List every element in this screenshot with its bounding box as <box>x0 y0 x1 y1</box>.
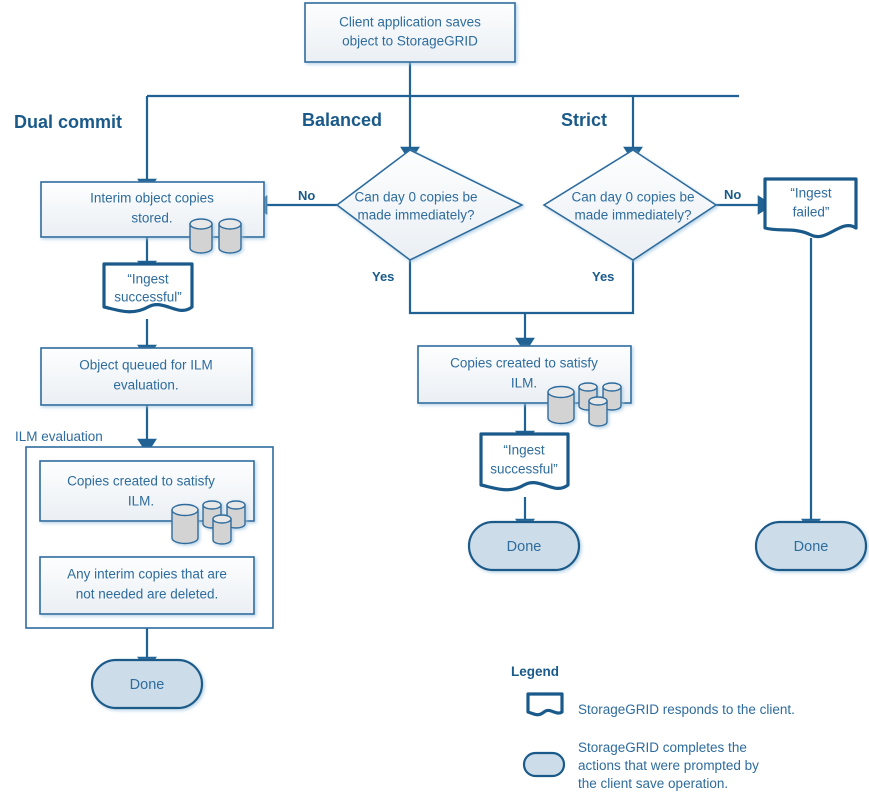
branch-title-strict: Strict <box>561 110 607 130</box>
strict-no-edge-label: No <box>724 187 741 202</box>
ilm-copies-created-label-line1: Copies created to satisfy <box>67 474 215 489</box>
balanced-no-edge-label: No <box>298 188 315 203</box>
ingest-failed-label-line1: “Ingest <box>790 186 832 201</box>
balanced-decision-label-line1: Can day 0 copies be <box>354 190 477 205</box>
ingest-successful-doc-dual: “Ingest successful” <box>102 262 194 314</box>
balanced-copies-created-box: Copies created to satisfy ILM. <box>417 345 632 404</box>
object-queued-box: Object queued for ILM evaluation. <box>40 347 253 406</box>
strict-yes-edge-label: Yes <box>592 269 614 284</box>
strict-decision-label-line2: made immediately? <box>574 208 691 223</box>
ilm-copies-created-label-line2: ILM. <box>128 494 154 509</box>
start-box: Client application saves object to Stora… <box>304 2 516 63</box>
ingest-failed-doc: “Ingest failed” <box>763 177 858 239</box>
legend: Legend StorageGRID responds to the clien… <box>511 664 795 791</box>
strict-decision-diamond: Can day 0 copies be made immediately? <box>542 149 718 261</box>
done-terminator-balanced: Done <box>467 520 581 572</box>
branch-title-dual-commit: Dual commit <box>14 112 122 132</box>
ingest-successful-label-line1-dual: “Ingest <box>127 272 169 287</box>
legend-terminator-icon <box>522 751 566 778</box>
interim-copies-label-line2: stored. <box>131 211 172 226</box>
ingest-successful-doc-balanced: “Ingest successful” <box>479 432 570 492</box>
balanced-yes-edge-label: Yes <box>372 269 394 284</box>
start-box-label-line2: object to StorageGRID <box>342 34 478 49</box>
object-queued-label-line1: Object queued for ILM <box>79 358 213 373</box>
done-label-balanced: Done <box>507 539 542 555</box>
ingest-successful-label-line2-balanced: successful” <box>490 462 558 477</box>
ilm-evaluation-group-label: ILM evaluation <box>15 429 103 444</box>
interim-copies-label-line1: Interim object copies <box>90 191 214 206</box>
done-terminator-strict: Done <box>754 520 868 572</box>
object-queued-label-line2: evaluation. <box>113 378 178 393</box>
legend-item-1-line-2: the client save operation. <box>578 776 728 791</box>
legend-item-1-line-1: actions that were prompted by <box>578 758 759 773</box>
ingest-failed-label-line2: failed” <box>793 205 830 220</box>
start-box-label-line1: Client application saves <box>339 15 481 30</box>
ilm-copies-created-box: Copies created to satisfy ILM. <box>39 460 255 522</box>
legend-item-1-line-0: StorageGRID completes the <box>578 740 747 755</box>
strict-decision-label-line1: Can day 0 copies be <box>571 190 694 205</box>
cylinder-cluster-icon-balanced <box>547 382 622 427</box>
legend-item-0-line-0: StorageGRID responds to the client. <box>578 702 795 717</box>
done-label-strict: Done <box>794 539 829 555</box>
interim-copies-deleted-label-line2: not needed are deleted. <box>76 587 219 602</box>
legend-document-icon <box>526 692 564 717</box>
conn-yes-merge-bus <box>408 260 635 315</box>
done-label-dual-commit: Done <box>130 677 165 693</box>
interim-copies-deleted-label-line1: Any interim copies that are <box>67 567 227 582</box>
balanced-copies-created-label-line1: Copies created to satisfy <box>450 356 598 371</box>
ingest-successful-label-line2-dual: successful” <box>114 290 182 305</box>
balanced-decision-diamond: Can day 0 copies be made immediately? <box>335 149 524 261</box>
balanced-copies-created-label-line2: ILM. <box>511 376 537 391</box>
cylinder-pair-icon <box>189 218 242 254</box>
legend-title: Legend <box>511 664 559 679</box>
done-terminator-dual-commit: Done <box>90 658 204 710</box>
interim-copies-deleted-box: Any interim copies that are not needed a… <box>39 556 255 615</box>
cylinder-cluster-icon-dual <box>171 500 246 545</box>
branch-title-balanced: Balanced <box>302 110 382 130</box>
ingest-successful-label-line1-balanced: “Ingest <box>503 443 545 458</box>
balanced-decision-label-line2: made immediately? <box>357 208 474 223</box>
connector-layer <box>137 62 821 673</box>
